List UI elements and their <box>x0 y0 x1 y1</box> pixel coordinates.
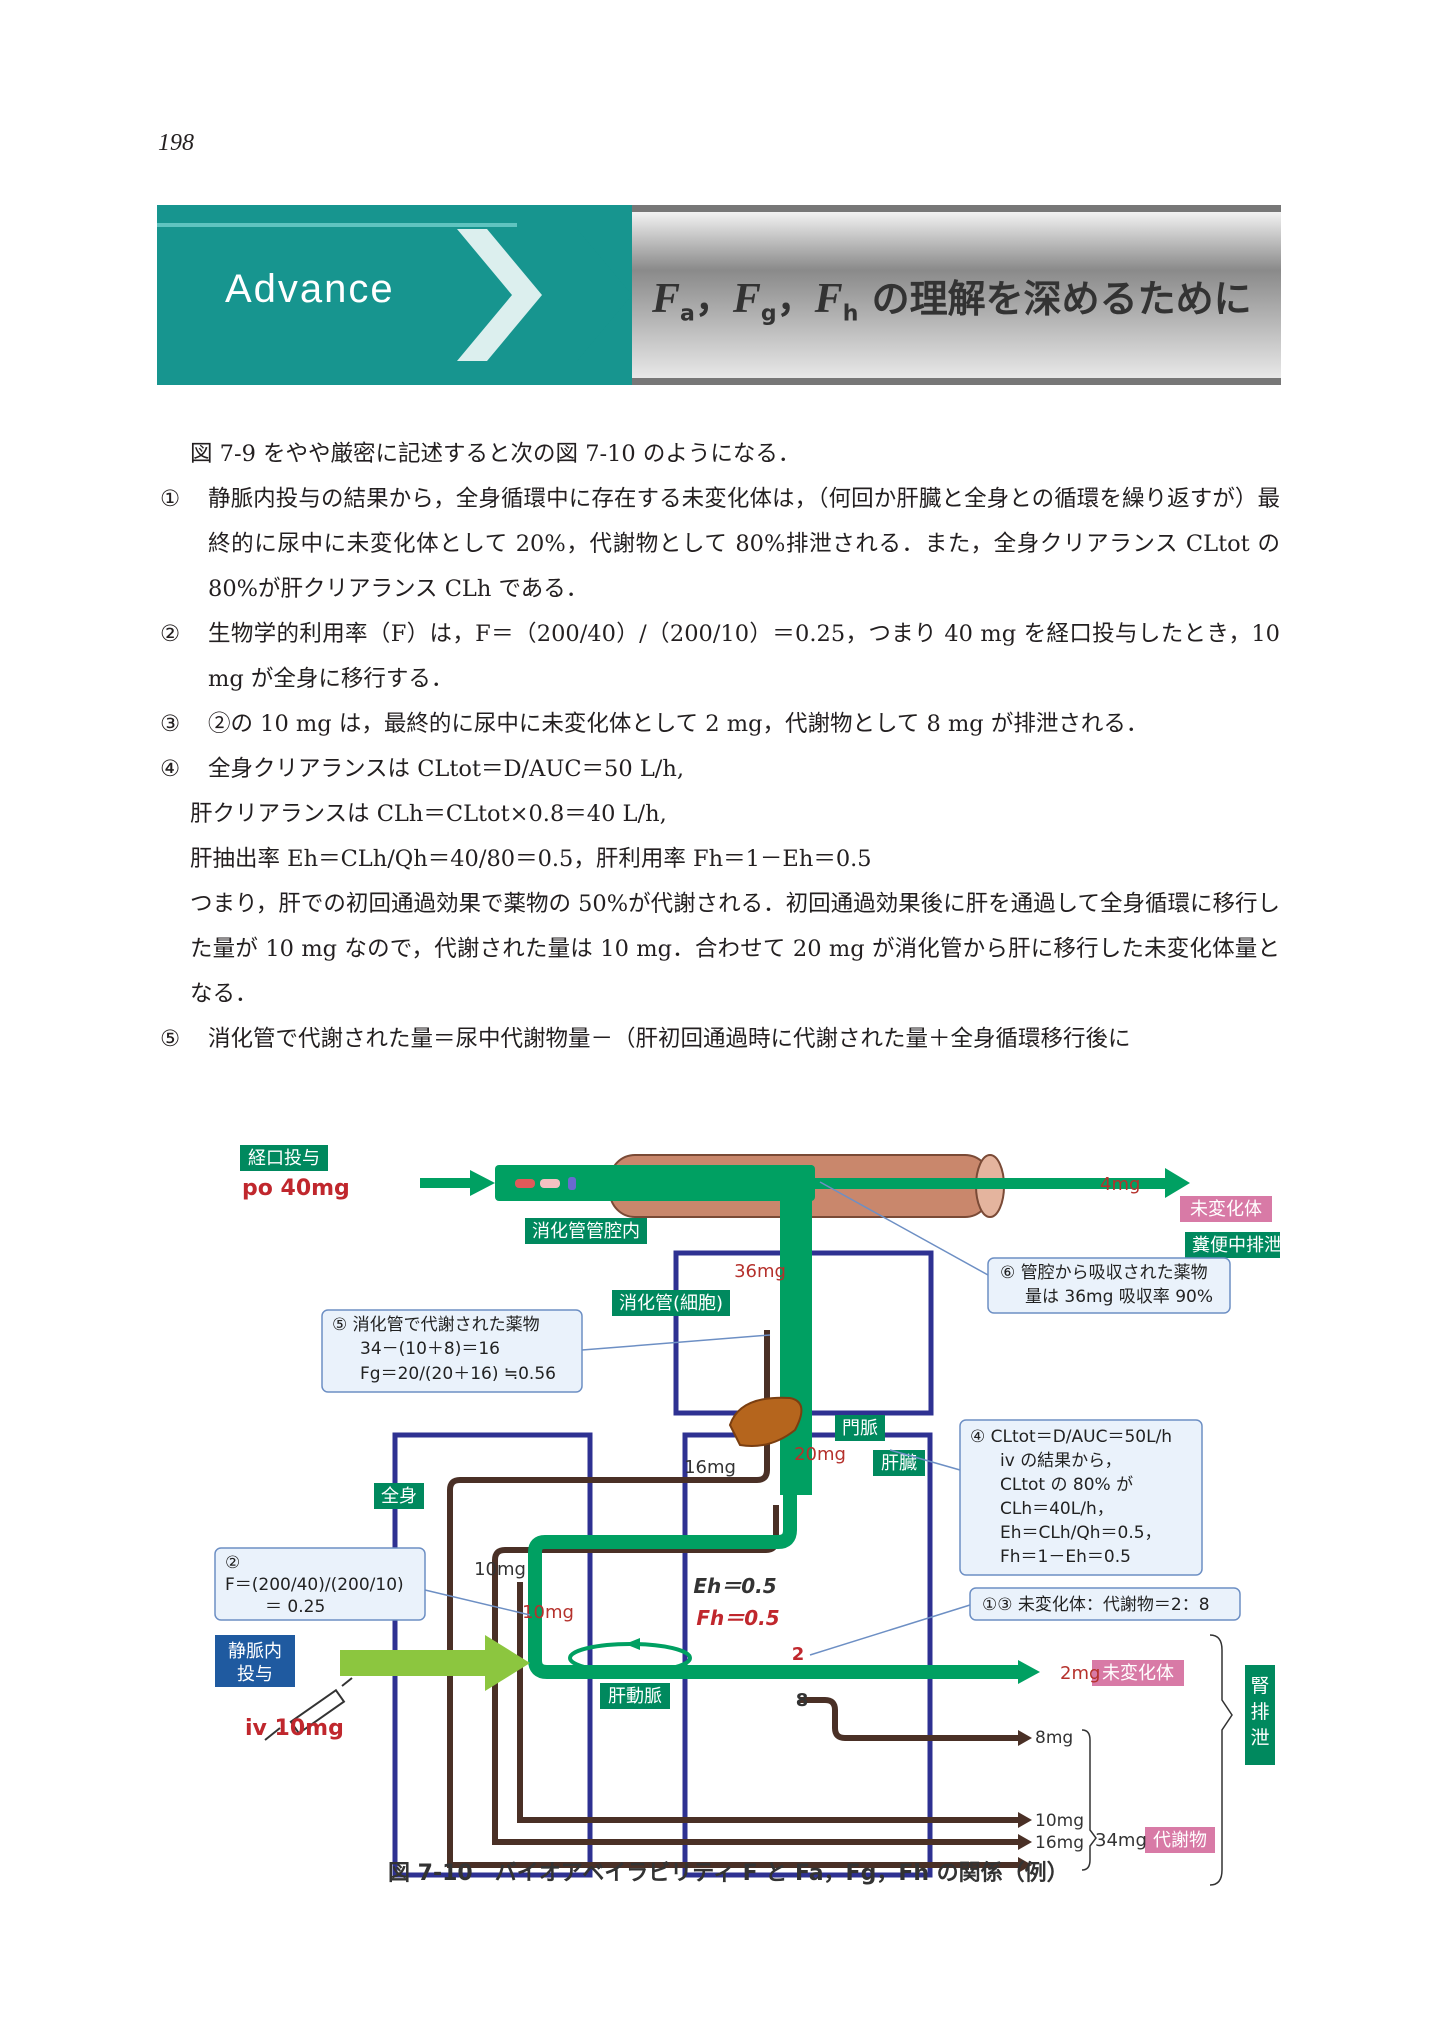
svg-text:CLtot の 80% が: CLtot の 80% が <box>1000 1475 1133 1495</box>
svg-text:36mg: 36mg <box>734 1261 786 1282</box>
svg-text:④ CLtot＝D/AUC＝50L/h: ④ CLtot＝D/AUC＝50L/h <box>970 1427 1172 1447</box>
banner-title: Fa，Fg，Fh の理解を深めるために <box>652 276 1252 327</box>
figure-caption: 図 7-10 バイオアベイラビリティ F と Fa，Fg，Fh の関係（例） <box>388 1861 1069 1886</box>
svg-text:16mg: 16mg <box>1035 1833 1084 1853</box>
svg-text:＝ 0.25: ＝ 0.25 <box>265 1597 325 1617</box>
svg-text:門脈: 門脈 <box>842 1418 878 1439</box>
svg-text:Fg＝20/(20＋16) ≒0.56: Fg＝20/(20＋16) ≒0.56 <box>360 1364 556 1384</box>
svg-text:16mg: 16mg <box>684 1457 736 1478</box>
svg-text:8mg: 8mg <box>1035 1728 1073 1748</box>
svg-text:34mg: 34mg <box>1095 1830 1147 1851</box>
svg-text:①③ 未変化体：代謝物＝2：8: ①③ 未変化体：代謝物＝2：8 <box>982 1595 1210 1615</box>
intro-paragraph: 図 7-9 をやや厳密に記述すると次の図 7-10 のようになる． <box>190 441 801 467</box>
svg-text:投与: 投与 <box>237 1664 273 1685</box>
svg-text:iv の結果から，: iv の結果から， <box>1000 1451 1122 1471</box>
svg-text:20mg: 20mg <box>794 1444 846 1465</box>
svg-text:CLh＝40L/h，: CLh＝40L/h， <box>1000 1499 1114 1519</box>
svg-text:全身: 全身 <box>381 1486 417 1507</box>
svg-text:po 40mg: po 40mg <box>242 1176 350 1201</box>
figure-7-10: 経口投与 po 40mg 消化管管腔内 消化管(細胞) 門脈 肝臓 全身 肝動脈… <box>214 1145 1280 1886</box>
item4-line: 肝クリアランスは CLh＝CLtot×0.8＝40 L/h, <box>190 801 667 827</box>
svg-text:量は 36mg 吸収率 90%: 量は 36mg 吸収率 90% <box>1025 1287 1213 1307</box>
svg-text:腎: 腎 <box>1250 1675 1269 1697</box>
svg-text:Fh＝0.5: Fh＝0.5 <box>696 1606 779 1630</box>
svg-text:糞便中排泄: 糞便中排泄 <box>1192 1235 1280 1256</box>
svg-text:2mg: 2mg <box>1060 1663 1100 1684</box>
svg-text:8: 8 <box>796 1690 809 1711</box>
svg-text:代謝物: 代謝物 <box>1153 1830 1207 1851</box>
svg-text:未変化体: 未変化体 <box>1190 1199 1262 1220</box>
svg-text:消化管管腔内: 消化管管腔内 <box>532 1221 640 1242</box>
svg-text:Eh＝0.5: Eh＝0.5 <box>693 1574 776 1598</box>
svg-text:10mg: 10mg <box>474 1559 526 1580</box>
svg-text:消化管(細胞): 消化管(細胞) <box>619 1293 723 1314</box>
liver-icon <box>728 1396 803 1447</box>
item4-line: つまり，肝での初回通過効果で薬物の 50%が代謝される．初回通過効果後に肝を通過… <box>190 891 1280 1007</box>
svg-text:2: 2 <box>792 1644 805 1665</box>
body-box-right <box>682 1432 933 1878</box>
svg-text:iv 10mg: iv 10mg <box>245 1716 344 1741</box>
svg-text:34－(10＋8)＝16: 34－(10＋8)＝16 <box>360 1339 500 1359</box>
svg-text:⑥ 管腔から吸収された薬物: ⑥ 管腔から吸収された薬物 <box>1000 1263 1208 1283</box>
svg-text:10mg: 10mg <box>522 1602 574 1623</box>
svg-text:Eh＝CLh/Qh＝0.5，: Eh＝CLh/Qh＝0.5， <box>1000 1523 1162 1543</box>
svg-text:10mg: 10mg <box>1035 1811 1084 1831</box>
section-banner <box>157 205 1281 385</box>
banner-label: Advance <box>225 267 395 311</box>
svg-text:泄: 泄 <box>1250 1727 1269 1749</box>
svg-text:経口投与: 経口投与 <box>248 1148 320 1169</box>
svg-text:②: ② <box>225 1553 240 1573</box>
page-number: 198 <box>158 130 194 156</box>
svg-text:肝動脈: 肝動脈 <box>608 1686 662 1707</box>
svg-text:排: 排 <box>1250 1701 1269 1723</box>
svg-text:4mg: 4mg <box>1100 1174 1140 1195</box>
svg-text:未変化体: 未変化体 <box>1102 1663 1174 1684</box>
svg-text:F＝(200/40)/(200/10): F＝(200/40)/(200/10) <box>225 1575 404 1595</box>
svg-text:⑤ 消化管で代謝された薬物: ⑤ 消化管で代謝された薬物 <box>332 1315 540 1335</box>
svg-text:Fh＝1－Eh＝0.5: Fh＝1－Eh＝0.5 <box>1000 1547 1131 1567</box>
svg-text:肝臓: 肝臓 <box>881 1453 917 1474</box>
item4-line: 肝抽出率 Eh＝CLh/Qh＝40/80＝0.5，肝利用率 Fh＝1－Eh＝0.… <box>190 846 872 872</box>
svg-text:静脈内: 静脈内 <box>228 1641 282 1662</box>
